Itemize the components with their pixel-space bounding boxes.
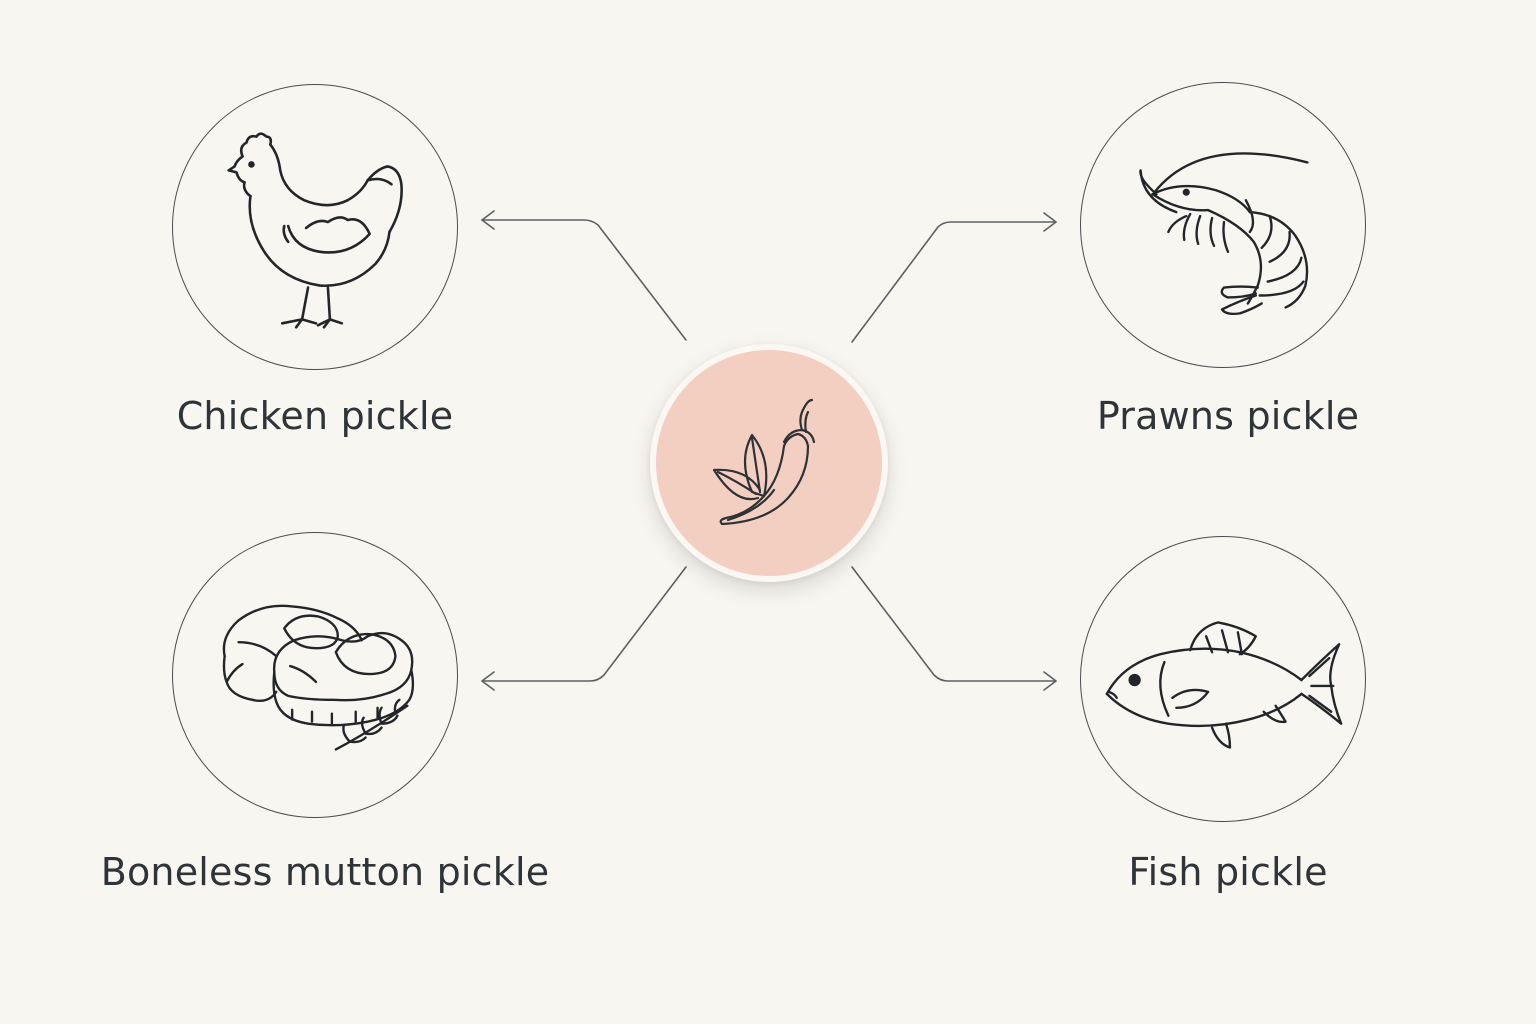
label-mutton: Boneless mutton pickle [100, 850, 550, 894]
node-prawns [1080, 82, 1366, 368]
prawn-icon [1139, 152, 1309, 316]
label-prawns: Prawns pickle [1096, 394, 1360, 438]
connector-mutton [481, 566, 687, 682]
center-node [650, 344, 888, 582]
connector-fish [851, 566, 1057, 682]
chili-pepper-icon [712, 398, 816, 526]
fish-icon [1105, 621, 1343, 749]
arrowhead-chicken [481, 210, 495, 230]
node-mutton [172, 532, 458, 818]
arrowhead-mutton [481, 671, 495, 691]
mutton-icon [222, 604, 415, 751]
arrowhead-prawns [1043, 212, 1057, 232]
connector-prawns [851, 221, 1057, 343]
label-fish: Fish pickle [1128, 850, 1328, 894]
chicken-icon [227, 132, 403, 329]
connector-chicken [481, 219, 687, 341]
node-fish [1080, 536, 1366, 822]
arrowhead-fish [1043, 671, 1057, 691]
label-chicken: Chicken pickle [176, 394, 454, 438]
node-chicken [172, 84, 458, 370]
